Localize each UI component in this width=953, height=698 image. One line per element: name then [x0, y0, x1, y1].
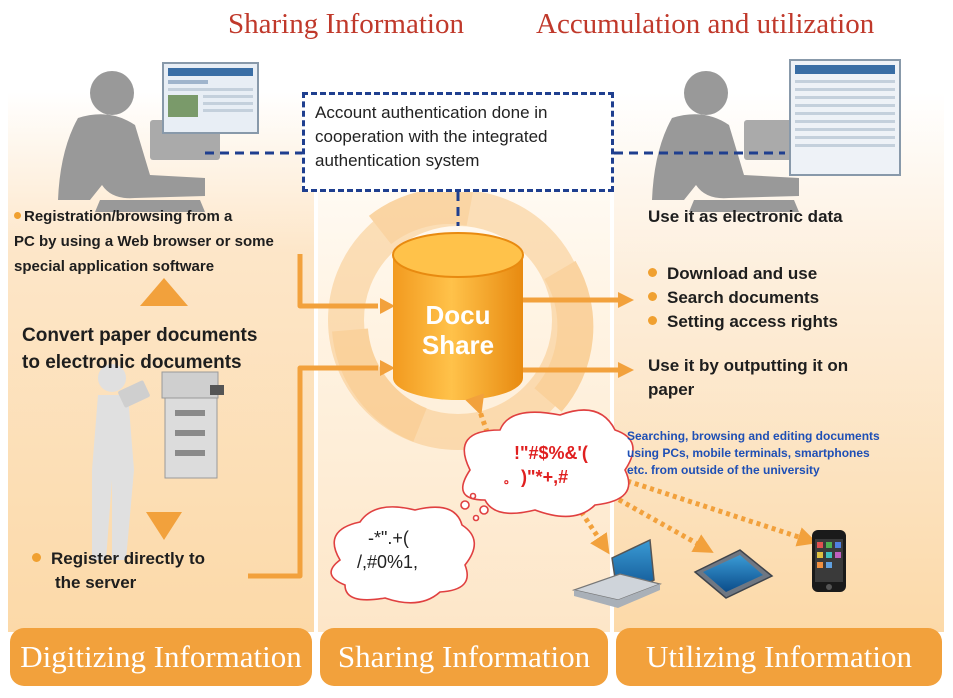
- bullet-dot: [14, 211, 21, 219]
- auth-line-1: Account authentication done in: [315, 103, 548, 122]
- register-server-text: Register directly to the server: [32, 547, 205, 595]
- list-item: Search documents: [648, 286, 838, 310]
- input-arrows: [248, 254, 378, 579]
- down-arrow-triangle: [146, 512, 182, 540]
- laptop-icon: [571, 538, 662, 608]
- list-item: Download and use: [648, 262, 838, 286]
- bubble-upper-line-1: !"#$%&'(: [514, 443, 588, 463]
- use-paper-text: Use it by outputting it on paper: [648, 356, 849, 399]
- registration-text: Registration/browsing from a PC by using…: [14, 208, 274, 275]
- person-left-silhouette: [58, 71, 220, 212]
- bubble-lower-line-1: -*".+(: [368, 528, 409, 548]
- thought-bubble-lower: [330, 492, 477, 604]
- monitor-left-icon: [162, 62, 259, 134]
- output-arrows: [523, 297, 620, 373]
- person-tablet-silhouette: [92, 364, 150, 560]
- auth-line-2: cooperation with the integrated: [315, 127, 548, 146]
- bullet-dot: [32, 553, 41, 563]
- bottom-label-utilizing: Utilizing Information: [616, 628, 942, 686]
- docushare-cylinder: [392, 232, 524, 400]
- list-item: Setting access rights: [648, 310, 838, 334]
- auth-dashed-lines: [205, 151, 785, 226]
- electronic-uses-list: Download and use Search documents Settin…: [648, 262, 838, 334]
- authentication-box: Account authentication done in cooperati…: [302, 92, 614, 192]
- use-electronic-text: Use it as electronic data: [648, 207, 843, 226]
- bullet-dot: [648, 268, 657, 278]
- convert-text: Convert paper documents to electronic do…: [22, 325, 258, 373]
- top-title-accumulation: Accumulation and utilization: [536, 8, 875, 40]
- remote-access-text: Searching, browsing and editing document…: [627, 429, 880, 477]
- bubble-lower-line-2: /,#0%1,: [357, 552, 419, 572]
- bubble-dot: 。: [504, 472, 517, 486]
- bullet-dot: [648, 292, 657, 302]
- bullet-dot: [648, 316, 657, 326]
- up-arrow-triangle: [140, 278, 188, 306]
- bubble-upper-line-2-wrap: 。 )"*+,#: [504, 467, 569, 487]
- top-title-sharing: Sharing Information: [228, 8, 464, 40]
- tablet-icon: [693, 549, 774, 599]
- auth-line-3: authentication system: [315, 151, 480, 170]
- docushare-label: Docu Share: [421, 300, 495, 360]
- copier-icon: [161, 371, 224, 479]
- thought-bubble-upper: [461, 409, 634, 522]
- column-divider-left: [314, 92, 316, 698]
- smartphone-icon: [812, 530, 846, 592]
- monitor-right-icon: [789, 59, 901, 176]
- person-right-silhouette: [652, 71, 814, 212]
- bottom-label-sharing: Sharing Information: [320, 628, 608, 686]
- column-divider-right: [610, 92, 612, 698]
- bottom-label-digitizing: Digitizing Information: [10, 628, 312, 686]
